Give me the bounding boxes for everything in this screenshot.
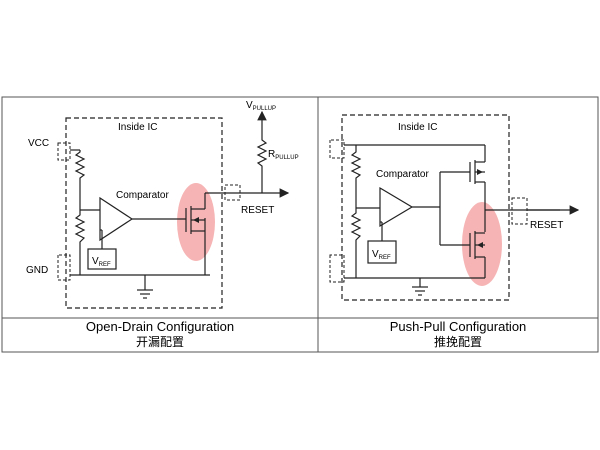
comparator-symbol bbox=[379, 186, 414, 228]
vcc-pin bbox=[57, 142, 71, 161]
comparator-symbol bbox=[99, 196, 134, 242]
vcc-pin bbox=[329, 139, 345, 159]
push-pull-caption: Push-Pull Configuration bbox=[390, 319, 527, 334]
comparator-label: Comparator bbox=[116, 190, 169, 201]
upper-resistor bbox=[350, 145, 362, 208]
output-transistor-highlight bbox=[177, 183, 215, 261]
comparator-label: Comparator bbox=[376, 169, 429, 180]
reset-label: RESET bbox=[241, 205, 274, 216]
lower-resistor bbox=[350, 208, 362, 278]
ic-boundary bbox=[341, 114, 510, 301]
pullup-resistor bbox=[256, 125, 268, 170]
reset-pin bbox=[224, 184, 241, 201]
push-pull-caption-cn: 推挽配置 bbox=[434, 335, 482, 349]
vcc-label: VCC bbox=[28, 138, 49, 149]
vref-label: VREF bbox=[92, 256, 111, 268]
push-pull-panel: Inside IC Comparator VREF RESET Push-Pul… bbox=[329, 114, 580, 349]
upper-resistor bbox=[74, 150, 86, 210]
gnd-pin bbox=[57, 254, 71, 281]
open-drain-panel: Inside IC Comparator VREF VCC GND RESET … bbox=[26, 100, 299, 349]
lower-resistor bbox=[74, 210, 86, 275]
rpullup-label: RPULLUP bbox=[268, 149, 299, 161]
reset-pin bbox=[511, 197, 528, 225]
gnd-label: GND bbox=[26, 265, 48, 276]
gnd-pin bbox=[329, 254, 345, 283]
ic-boundary bbox=[65, 117, 223, 309]
figure-frame bbox=[1, 96, 599, 353]
reset-label: RESET bbox=[530, 220, 563, 231]
vpullup-label: VPULLUP bbox=[246, 100, 276, 112]
inside-ic-label: Inside IC bbox=[118, 122, 157, 133]
open-drain-caption: Open-Drain Configuration bbox=[86, 319, 234, 334]
open-drain-caption-cn: 开漏配置 bbox=[136, 335, 184, 349]
inside-ic-label: Inside IC bbox=[398, 122, 437, 133]
vref-label: VREF bbox=[372, 249, 391, 261]
